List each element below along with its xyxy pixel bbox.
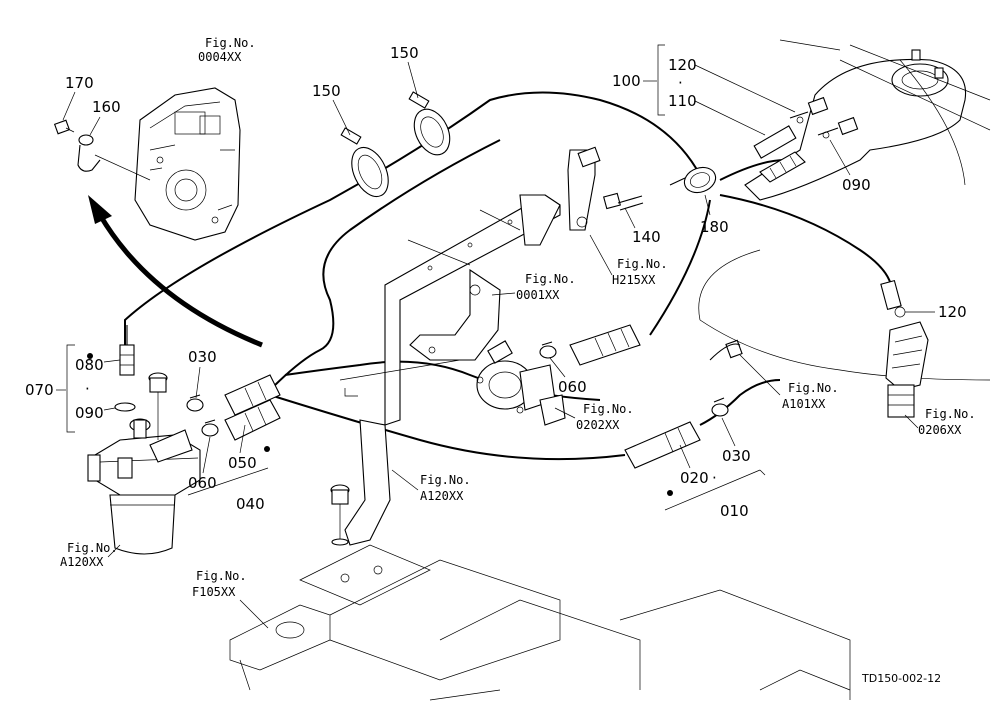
separator-dot: · [712,469,717,487]
part-label-150-right: 150 [390,44,419,62]
part-label-120-top: 120 [668,56,697,74]
hose-center-sleeve [569,324,641,366]
part-label-160: 160 [92,98,121,116]
hose-020-illustration [624,421,701,469]
bolt-140-illustration [603,192,644,211]
hose-050-illustration [224,374,281,441]
separator-dot: · [678,74,683,92]
ring-090-left [114,402,136,412]
fuel-filter-housing [87,418,201,555]
hose-110-illustration [753,125,797,159]
figref-H215-code: H215XX [612,273,656,287]
figref-A120-left-code: A120XX [60,555,104,569]
part-label-170: 170 [65,74,94,92]
part-label-080: 080 [75,356,104,374]
part-label-030-right: 030 [722,447,751,465]
hose-clamp-060-center [539,341,557,359]
bolt-top-filter [148,372,168,440]
figref-0004-code: 0004XX [198,50,242,64]
figref-H215-label: Fig.No. [617,257,668,271]
figref-0206-label: Fig.No. [925,407,976,421]
part-label-060-left: 060 [188,474,217,492]
part-label-030-left: 030 [188,348,217,366]
drawing-code: TD150-002-12 [861,672,941,685]
part-label-100: 100 [612,72,641,90]
fuel-pump-0202 [476,340,566,426]
part-label-140: 140 [632,228,661,246]
fuel-tank-illustration [698,39,991,381]
part-label-020: 020 [680,469,709,487]
figref-0001-label: Fig.No. [525,272,576,286]
part-label-040: 040 [236,495,265,513]
part-label-090-right: 090 [842,176,871,194]
part-label-150-left: 150 [312,82,341,100]
part-label-070: 070 [25,381,54,399]
engine-block-illustration [134,87,241,241]
figref-A120-center-label: Fig.No. [420,473,471,487]
figref-0004-label: Fig.No. [205,36,256,50]
hose-clamp-060-left [201,419,219,437]
lower-frame-structure [229,359,851,701]
connector-080-illustration [119,325,135,376]
part-label-110: 110 [668,92,697,110]
figref-0202-code: 0202XX [576,418,620,432]
separator-dot: · [85,380,90,398]
figref-0206-code: 0206XX [918,423,962,437]
bolt-170-illustration [53,119,75,135]
hose-clamp-180 [669,166,717,194]
part-label-120-right: 120 [938,303,967,321]
figref-F105-code: F105XX [192,585,236,599]
part-label-090-left: 090 [75,404,104,422]
fitting-a101 [709,339,743,361]
hose-clamp-030-right [711,397,729,417]
figref-A120-center-code: A120XX [420,489,464,503]
figref-0202-label: Fig.No. [583,402,634,416]
figref-0001-code: 0001XX [516,288,560,302]
hose-090-right-illustration [759,151,806,183]
hose-clamp-150-left [340,127,389,198]
part-label-180: 180 [700,218,729,236]
center-frame-bracket [384,146,601,426]
figref-A101-label: Fig.No. [788,381,839,395]
clip-160-illustration [77,134,101,172]
part-label-010: 010 [720,502,749,520]
figref-F105-label: Fig.No. [196,569,247,583]
figref-A120-left-label: Fig.No. [67,541,118,555]
connector-fittings-top [789,96,859,139]
injector-pump-fitting [885,321,929,418]
connector-120-right [880,279,906,318]
bolt-lower-frame [330,484,350,546]
hose-clamp-150-right [408,91,451,156]
hose-clamp-030-left [186,394,204,412]
part-label-060-center: 060 [558,378,587,396]
figref-A101-code: A101XX [782,397,826,411]
part-label-050: 050 [228,454,257,472]
